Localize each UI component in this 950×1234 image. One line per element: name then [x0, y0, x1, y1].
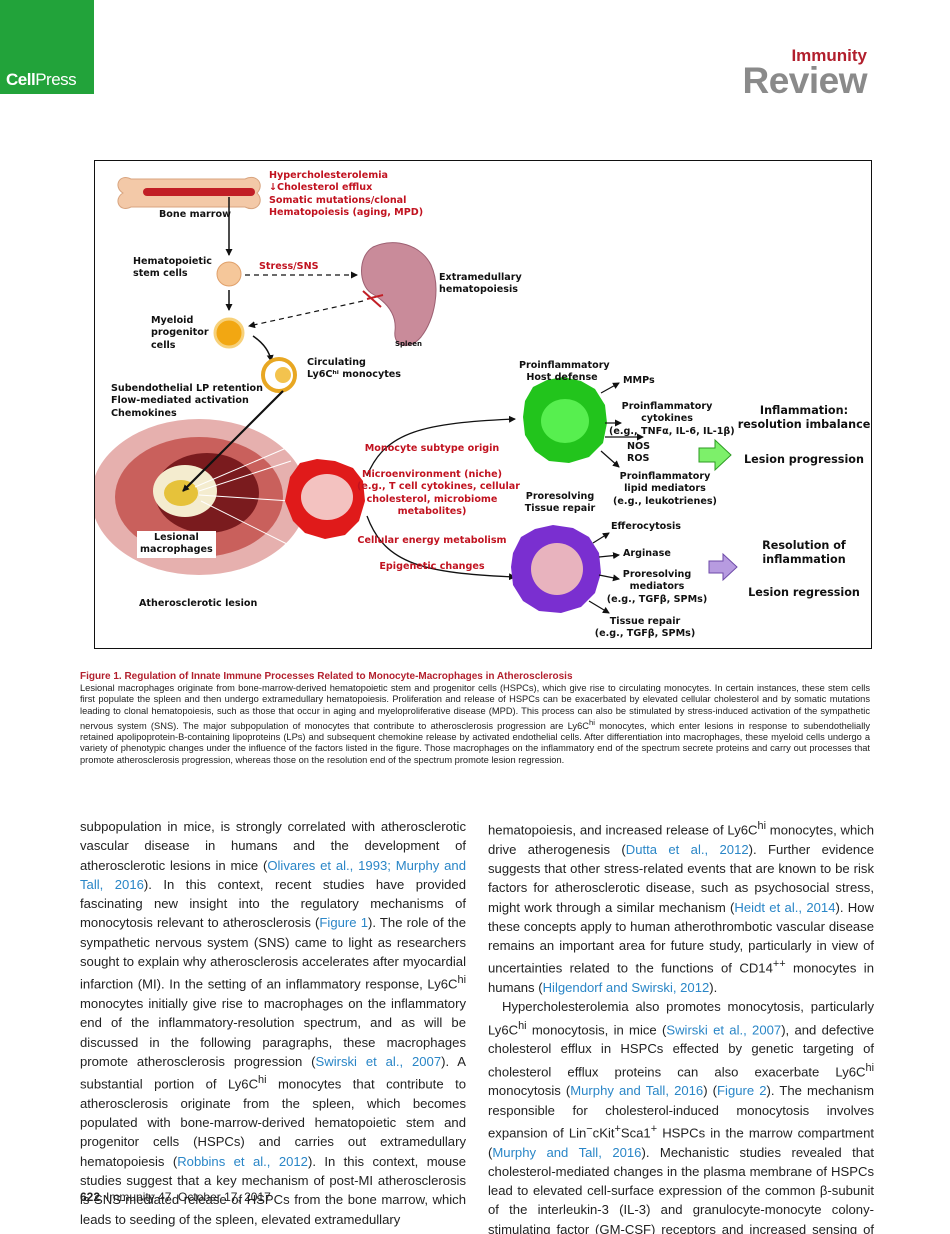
label-lesional: Lesional macrophages: [137, 531, 216, 558]
ref-link[interactable]: Murphy and Tall, 2016: [492, 1144, 642, 1160]
figure-link[interactable]: Figure 2: [717, 1083, 767, 1099]
body-column-right: hematopoiesis, and increased release of …: [488, 817, 874, 1234]
section-title: Review: [742, 60, 867, 101]
myeloid-cell: [213, 317, 245, 349]
label-lesion-regression: Lesion regression: [748, 586, 860, 599]
figure-link[interactable]: Figure 1: [319, 915, 368, 931]
label-lipid: Proinflammatory lipid mediators (e.g., l…: [613, 471, 717, 507]
label-extramedullary: Extramedullary hematopoiesis: [439, 272, 522, 296]
figure-1: Hypercholesterolemia ↓Cholesterol efflux…: [94, 160, 872, 649]
spleen-illustration: [361, 242, 437, 346]
label-hsc: Hematopoietic stem cells: [133, 256, 212, 280]
cellpress-logo: CellPress: [0, 0, 94, 94]
label-atherosclerotic: Atherosclerotic lesion: [139, 598, 258, 609]
arrow-to-proinflammatory: [366, 415, 516, 477]
ref-link[interactable]: Robbins et al., 2012: [177, 1153, 308, 1169]
label-mmps: MMPs: [623, 375, 655, 386]
label-bone-marrow: Bone marrow: [159, 209, 231, 220]
label-stress-sns: Stress/SNS: [259, 261, 319, 272]
ref-link[interactable]: Swirski et al., 2007: [666, 1022, 782, 1038]
label-subtype: Monocyte subtype origin: [364, 443, 500, 454]
arrow-to-proresolving: [366, 515, 516, 581]
arrow-spleen-myeloid: [248, 300, 364, 329]
label-tissue-repair: Tissue repair (e.g., TGFβ, SPMs): [594, 616, 696, 640]
label-epigenetic: Epigenetic changes: [379, 561, 485, 572]
ref-link[interactable]: Hilgendorf and Swirski, 2012: [542, 980, 710, 996]
hsc-cell: [216, 261, 242, 287]
label-efferocytosis: Efferocytosis: [611, 521, 681, 532]
journal-name: Immunity: [791, 46, 867, 65]
label-cytokines: Proinflammatory cytokines (e.g., TNFα, I…: [609, 401, 735, 437]
body-column-left: subpopulation in mice, is strongly corre…: [80, 819, 466, 1227]
figure-caption: Figure 1. Regulation of Innate Immune Pr…: [80, 671, 870, 765]
label-lesion-progression: Lesion progression: [744, 453, 864, 466]
label-spleen: Spleen: [395, 340, 422, 348]
arrow-monocyte-lesion: [182, 390, 284, 492]
label-myeloid: Myeloid progenitor cells: [151, 315, 209, 351]
label-proinflam-host: Proinflammatory Host defense: [519, 360, 610, 384]
label-proresolving: Proresolving Tissue repair: [524, 491, 596, 515]
label-nos-ros: NOS ROS: [627, 441, 651, 465]
ref-link[interactable]: Swirski et al., 2007: [315, 1053, 442, 1069]
logo-text: CellPress: [6, 70, 77, 89]
ref-link[interactable]: Murphy and Tall, 2016: [570, 1083, 704, 1099]
paragraph: hematopoiesis, and increased release of …: [488, 820, 875, 996]
paragraph: Hypercholesterolemia also promotes monoc…: [488, 999, 875, 1234]
label-retention: Subendothelial LP retention Flow-mediate…: [111, 383, 263, 419]
label-proresolving-mediators: Proresolving mediators (e.g., TGFβ, SPMs…: [606, 569, 708, 605]
page-footer: 622 Immunity 47, October 17, 2017: [80, 1190, 271, 1204]
factor-list: Hypercholesterolemia ↓Cholesterol efflux…: [269, 170, 424, 218]
label-circulating: Circulating Ly6Cʰⁱ monocytes: [307, 357, 401, 381]
label-energy: Cellular energy metabolism: [357, 535, 507, 546]
label-microenvironment: Microenvironment (niche) (e.g., T cell c…: [357, 469, 520, 517]
ref-link[interactable]: Olivares et al., 1993; Murphy and Tall, …: [80, 857, 466, 892]
purple-arrow: [708, 552, 738, 582]
page-number: 622: [80, 1190, 101, 1204]
bone-marrow-illustration: [117, 177, 261, 209]
ref-link[interactable]: Heidt et al., 2014: [734, 899, 836, 915]
journal-citation: Immunity 47, October 17, 2017: [106, 1190, 271, 1204]
green-arrow: [698, 438, 732, 472]
ref-link[interactable]: Dutta et al., 2012: [625, 841, 749, 857]
label-resolution: Resolution of inflammation: [762, 539, 846, 567]
figure-graphics: [95, 177, 738, 614]
label-arginase: Arginase: [623, 548, 671, 559]
caption-title: Figure 1. Regulation of Innate Immune Pr…: [80, 671, 573, 682]
label-inflammation: Inflammation: resolution imbalance: [737, 404, 871, 432]
arrow-myeloid-monocyte: [252, 335, 274, 362]
